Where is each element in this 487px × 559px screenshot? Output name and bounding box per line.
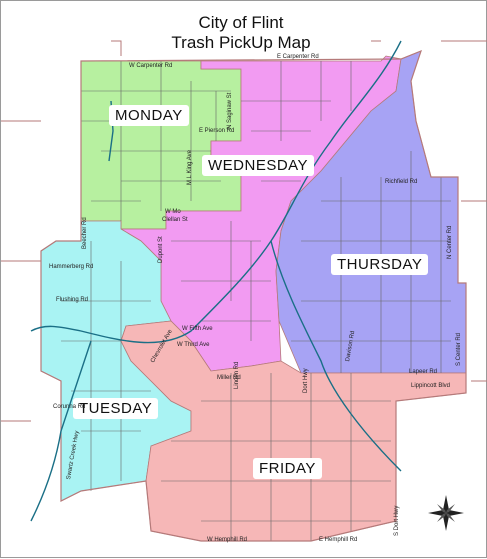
zone-label-monday: MONDAY [109, 105, 189, 126]
rivers [30, 40, 402, 522]
outer-roads [1, 40, 487, 422]
zone-label-tuesday: TUESDAY [73, 398, 159, 419]
road-label: Clellan St [162, 217, 188, 223]
road-label: Dupont St [158, 236, 164, 263]
road-label: W Mo [165, 209, 181, 215]
road-label: W Third Ave [177, 342, 210, 348]
road-label: E Pierson Rd [199, 128, 235, 134]
road-label: N Saginaw St [227, 92, 233, 129]
map-title-line-1: City of Flint [198, 13, 284, 32]
road-label: N Center Rd [447, 225, 453, 259]
road-label: Miller Rd [217, 375, 241, 381]
road-label: W Carpenter Rd [129, 63, 173, 69]
road-label: Corunna Rd [53, 404, 86, 410]
road-label: Lippincott Blvd [411, 383, 451, 389]
road-label: S Dort Hwy [394, 505, 400, 536]
road-label: Lapeer Rd [409, 369, 438, 375]
road-label: Linden Rd [234, 361, 240, 389]
compass-rose-icon [428, 495, 464, 531]
zone-label-thursday: THURSDAY [331, 254, 429, 275]
zone-outlines [40, 49, 467, 542]
road-label: S Center Rd [456, 332, 462, 366]
road-label: Richfield Rd [385, 179, 418, 185]
road-label: W Fifth Ave [182, 326, 213, 332]
map-title-line-2: Trash PickUp Map [171, 33, 311, 52]
road-label: Hammerberg Rd [49, 264, 94, 270]
map-title: City of Flint Trash PickUp Map [141, 13, 341, 53]
road-label: E Hemphill Rd [319, 537, 358, 543]
road-label: W Hemphill Rd [207, 537, 248, 543]
road-label: Flushing Rd [56, 297, 89, 303]
road-label: Dort Hwy [303, 368, 309, 393]
zone-label-wednesday: WEDNESDAY [202, 155, 315, 176]
zone-label-friday: FRIDAY [253, 458, 322, 479]
road-label: M L King Ave [187, 149, 193, 185]
road-label: Beecher Rd [82, 217, 88, 249]
road-label: E Carpenter Rd [277, 54, 319, 60]
